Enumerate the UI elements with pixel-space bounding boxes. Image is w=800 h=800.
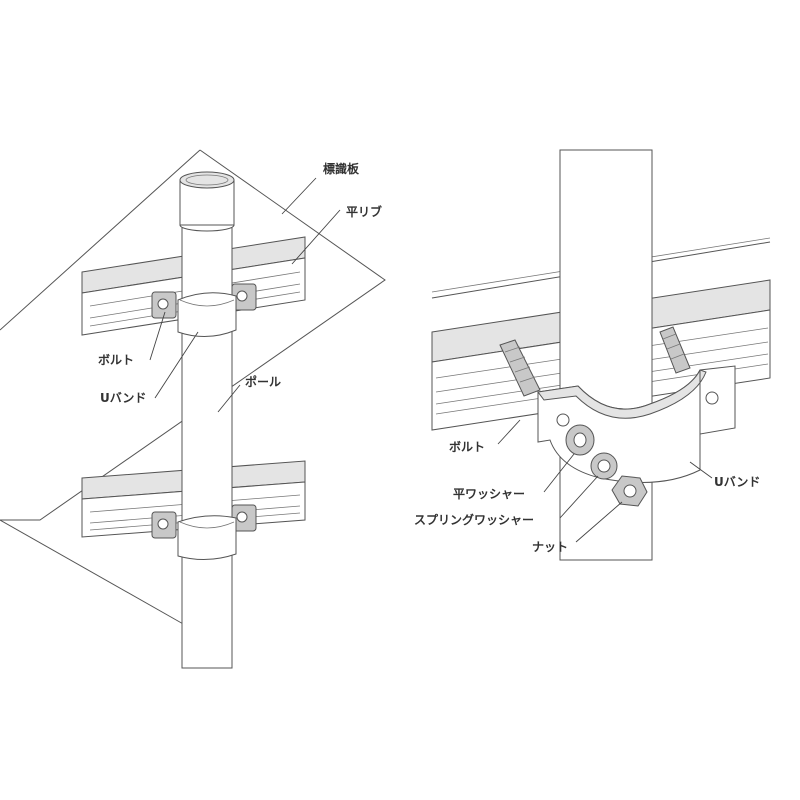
label-sign-board: 標識板 xyxy=(323,161,360,176)
label-u-band-left: Uバンド xyxy=(100,391,146,405)
bolt-left-rod xyxy=(499,339,541,397)
left-figure: 標識板 平リブ ボルト Uバンド ポール xyxy=(0,149,386,669)
label-flat-washer: 平ワッシャー xyxy=(453,487,525,501)
label-bolt-left: ボルト xyxy=(98,352,134,367)
flat-washer-icon xyxy=(565,424,595,456)
label-u-band-right: Uバンド xyxy=(714,475,760,489)
label-bolt-right: ボルト xyxy=(449,439,485,454)
lower-u-band xyxy=(151,504,257,560)
label-spring-washer: スプリングワッシャー xyxy=(414,512,534,527)
bolt-icon xyxy=(157,298,169,310)
label-pole: ポール xyxy=(245,374,281,389)
spring-washer-icon xyxy=(590,452,618,480)
right-figure: ボルト 平ワッシャー スプリングワッシャー ナット Uバンド xyxy=(414,149,771,561)
bolt-icon xyxy=(157,518,169,530)
upper-u-band xyxy=(151,283,257,337)
label-flat-rib: 平リブ xyxy=(346,204,382,219)
bolt-right-rod xyxy=(659,326,691,374)
bolt-icon xyxy=(236,290,248,302)
label-nut: ナット xyxy=(532,540,568,554)
nut-icon xyxy=(611,475,648,507)
bolt-icon xyxy=(236,511,248,523)
pole xyxy=(179,171,235,669)
